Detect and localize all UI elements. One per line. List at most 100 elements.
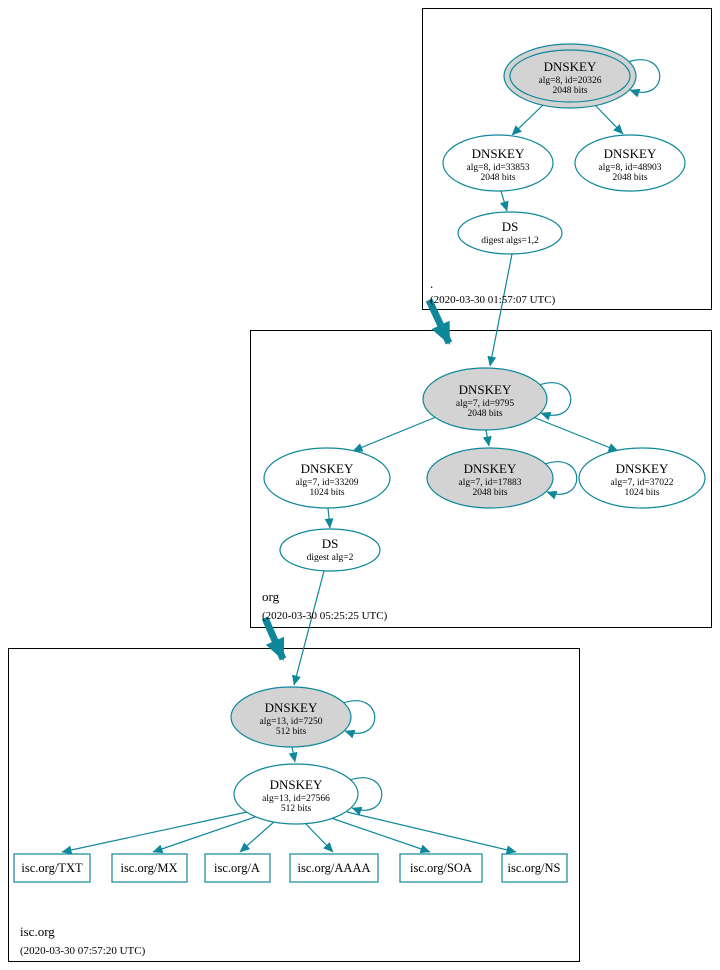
dnskey-ellipse	[574, 134, 686, 192]
node-subtitle: 512 bits	[276, 727, 307, 737]
delegation-arrow-org-to-isc	[261, 616, 287, 661]
node-root-zsk-48903: DNSKEY alg=8, id=48903 2048 bits	[574, 134, 686, 192]
node-title: DNSKEY	[616, 461, 669, 476]
rrset-isc-org-a: isc.org/A	[204, 853, 271, 883]
rrset-label: isc.org/AAAA	[297, 861, 370, 875]
ds-ellipse	[457, 211, 563, 255]
edge-org-zsk1-to-ds	[324, 507, 334, 529]
dnskey-ellipse	[578, 447, 706, 509]
rrset-box	[399, 853, 483, 883]
node-title: DNSKEY	[604, 146, 657, 161]
rrset-label: isc.org/TXT	[21, 861, 83, 875]
rrset-box	[111, 853, 188, 883]
node-isc-ksk-7250: DNSKEY alg=13, id=7250 512 bits	[230, 686, 352, 748]
zone-label-root: .	[430, 276, 433, 291]
rrset-box	[204, 853, 271, 883]
edge-org-ds-to-isc-ksk	[292, 570, 325, 686]
zone-isc-org: DNSKEY alg=13, id=7250 512 bits DNSKEY a…	[13, 686, 568, 957]
node-subtitle: 512 bits	[281, 804, 312, 814]
node-subtitle: digest algs=1,2	[481, 236, 539, 246]
dnskey-ellipse	[442, 134, 554, 192]
rrset-box	[501, 853, 568, 883]
edge-root-zsk1-to-ds	[499, 190, 509, 212]
dnskey-ellipse	[230, 686, 352, 748]
dnskey-ellipse	[426, 447, 554, 509]
zone-timestamp-isc-org: (2020-03-30 07:57:20 UTC)	[20, 945, 146, 957]
zone-timestamp-root: (2020-03-30 01:57:07 UTC)	[430, 294, 556, 306]
node-root-zsk-33853: DNSKEY alg=8, id=33853 2048 bits	[442, 134, 554, 192]
edge-isc-zsk-to-ns	[346, 811, 517, 855]
delegation-arrow-root-to-org	[425, 298, 453, 345]
node-subtitle: 2048 bits	[480, 173, 515, 183]
node-title: DNSKEY	[472, 146, 525, 161]
edge-isc-zsk-to-a	[239, 820, 276, 853]
edge-isc-ksk-to-zsk	[288, 746, 298, 763]
node-org-zsk-33209: DNSKEY alg=7, id=33209 1024 bits	[263, 447, 391, 509]
edge-isc-zsk-to-mx	[152, 815, 259, 854]
edge-isc-zsk-to-aaaa	[304, 822, 334, 853]
node-title: DS	[322, 536, 339, 551]
rrset-box	[289, 853, 379, 883]
node-subtitle: 1024 bits	[309, 488, 344, 498]
self-loop-root-ksk	[627, 59, 661, 98]
self-loop-isc-ksk	[342, 700, 376, 739]
node-subtitle: 2048 bits	[612, 173, 647, 183]
edge-org-ksk-to-zsk3	[532, 416, 619, 452]
node-title: DNSKEY	[265, 700, 318, 715]
node-subtitle: alg=7, id=9795	[456, 399, 514, 409]
node-subtitle: 2048 bits	[472, 488, 507, 498]
node-subtitle: 2048 bits	[467, 409, 502, 419]
self-loop-isc-zsk	[349, 777, 383, 816]
dnskey-ellipse	[263, 447, 391, 509]
edge-root-ksk-to-zsk1	[511, 103, 545, 136]
node-title: DNSKEY	[301, 461, 354, 476]
zone-timestamp-org: (2020-03-30 05:25:25 UTC)	[262, 610, 388, 622]
edge-isc-zsk-to-soa	[330, 817, 431, 854]
rrset-label: isc.org/MX	[120, 861, 177, 875]
node-subtitle: alg=8, id=48903	[599, 163, 662, 173]
edge-root-ds-to-org-ksk	[487, 253, 513, 367]
self-loop-org-ksk	[538, 382, 572, 421]
rrset-isc-org-ns: isc.org/NS	[501, 853, 568, 883]
node-subtitle: alg=7, id=37022	[611, 478, 674, 488]
dnskey-inner-ellipse	[509, 49, 631, 103]
zone-org: DNSKEY alg=7, id=9795 2048 bits DNSKEY a…	[261, 367, 706, 686]
zone-label-isc-org: isc.org	[20, 924, 55, 939]
node-subtitle: alg=13, id=27566	[262, 794, 330, 804]
node-subtitle: digest alg=2	[307, 553, 354, 563]
node-subtitle: 2048 bits	[552, 86, 587, 96]
node-title: DNSKEY	[459, 382, 512, 397]
node-subtitle: alg=8, id=20326	[539, 76, 602, 86]
node-title: DNSKEY	[464, 461, 517, 476]
node-subtitle: alg=7, id=33209	[296, 478, 359, 488]
node-isc-zsk-27566: DNSKEY alg=13, id=27566 512 bits	[233, 763, 359, 825]
node-org-zsk-37022: DNSKEY alg=7, id=37022 1024 bits	[578, 447, 706, 509]
node-root-ksk-20326: DNSKEY alg=8, id=20326 2048 bits	[503, 43, 637, 109]
node-subtitle: alg=8, id=33853	[467, 163, 530, 173]
edge-org-ksk-to-zsk1	[352, 416, 437, 452]
node-title: DS	[502, 219, 519, 234]
rrset-isc-org-mx: isc.org/MX	[111, 853, 188, 883]
dnskey-ellipse	[503, 43, 637, 109]
zone-label-org: org	[262, 589, 280, 604]
node-org-ksk-9795: DNSKEY alg=7, id=9795 2048 bits	[422, 367, 548, 431]
zone-root: DNSKEY alg=8, id=20326 2048 bits DNSKEY …	[425, 43, 686, 367]
node-subtitle: alg=13, id=7250	[260, 717, 323, 727]
edge-root-ksk-to-zsk2	[594, 104, 624, 135]
rrset-isc-org-aaaa: isc.org/AAAA	[289, 853, 379, 883]
edge-org-ksk-to-zsk2	[482, 429, 492, 447]
node-root-ds: DS digest algs=1,2	[457, 211, 563, 255]
rrset-isc-org-soa: isc.org/SOA	[399, 853, 483, 883]
dnskey-ellipse	[233, 763, 359, 825]
node-org-zsk-17883: DNSKEY alg=7, id=17883 2048 bits	[426, 447, 554, 509]
edge-isc-zsk-to-txt	[61, 811, 248, 855]
rrset-label: isc.org/SOA	[410, 861, 472, 875]
self-loop-org-zsk2	[544, 461, 578, 500]
rrset-isc-org-txt: isc.org/TXT	[13, 853, 91, 883]
node-org-ds: DS digest alg=2	[279, 528, 381, 572]
rrset-label: isc.org/A	[214, 861, 260, 875]
ds-ellipse	[279, 528, 381, 572]
rrset-box	[13, 853, 91, 883]
